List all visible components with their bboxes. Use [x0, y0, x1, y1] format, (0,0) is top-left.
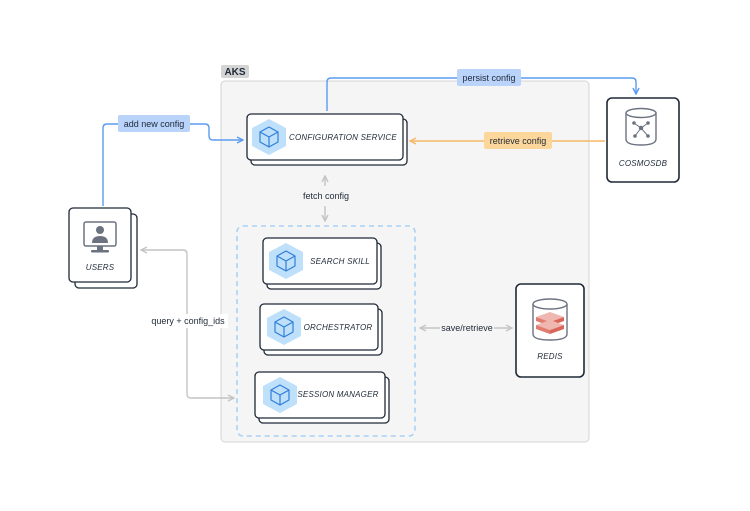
pill-retrieve-config [484, 132, 552, 149]
node-session-manager[interactable]: SESSION MANAGER [254, 371, 390, 424]
cube-icon [267, 309, 301, 345]
session-manager-label: SESSION MANAGER [297, 390, 378, 399]
node-redis[interactable]: REDIS [515, 283, 585, 378]
label-query-config-ids: query + config_ids [151, 316, 225, 326]
configuration-service-label: CONFIGURATION SERVICE [289, 133, 397, 142]
users-label: USERS [86, 263, 115, 272]
aks-group-tag [221, 65, 249, 78]
node-search-skill[interactable]: SEARCH SKILL [262, 237, 382, 290]
pill-add-new-config [118, 115, 190, 132]
label-add-new-config: add new config [124, 119, 185, 129]
cube-icon [252, 119, 286, 155]
label-retrieve-config: retrieve config [490, 136, 547, 146]
label-fetch-config: fetch config [303, 191, 349, 201]
edge-add-new-config [102, 123, 243, 206]
pill-persist-config [457, 69, 521, 86]
cube-icon [269, 243, 303, 279]
aks-group-label: AKS [224, 67, 245, 78]
services-dashed-group [236, 225, 416, 437]
redis-label: REDIS [537, 352, 563, 361]
orchestrator-label: ORCHESTRATOR [304, 323, 373, 332]
node-cosmosdb[interactable]: COSMOSDB [606, 97, 680, 183]
label-save-retrieve: save/retrieve [441, 323, 493, 333]
label-persist-config: persist config [462, 73, 515, 83]
cube-icon [263, 377, 297, 413]
label-bg-query-config-ids [148, 314, 228, 328]
cosmosdb-label: COSMOSDB [619, 159, 668, 168]
node-orchestrator[interactable]: ORCHESTRATOR [259, 303, 383, 356]
node-users[interactable]: USERS [68, 207, 138, 289]
database-network-icon [625, 107, 657, 146]
node-configuration-service[interactable]: CONFIGURATION SERVICE [246, 113, 408, 166]
user-monitor-icon [83, 221, 117, 253]
redis-database-icon [532, 298, 568, 341]
search-skill-label: SEARCH SKILL [310, 257, 370, 266]
